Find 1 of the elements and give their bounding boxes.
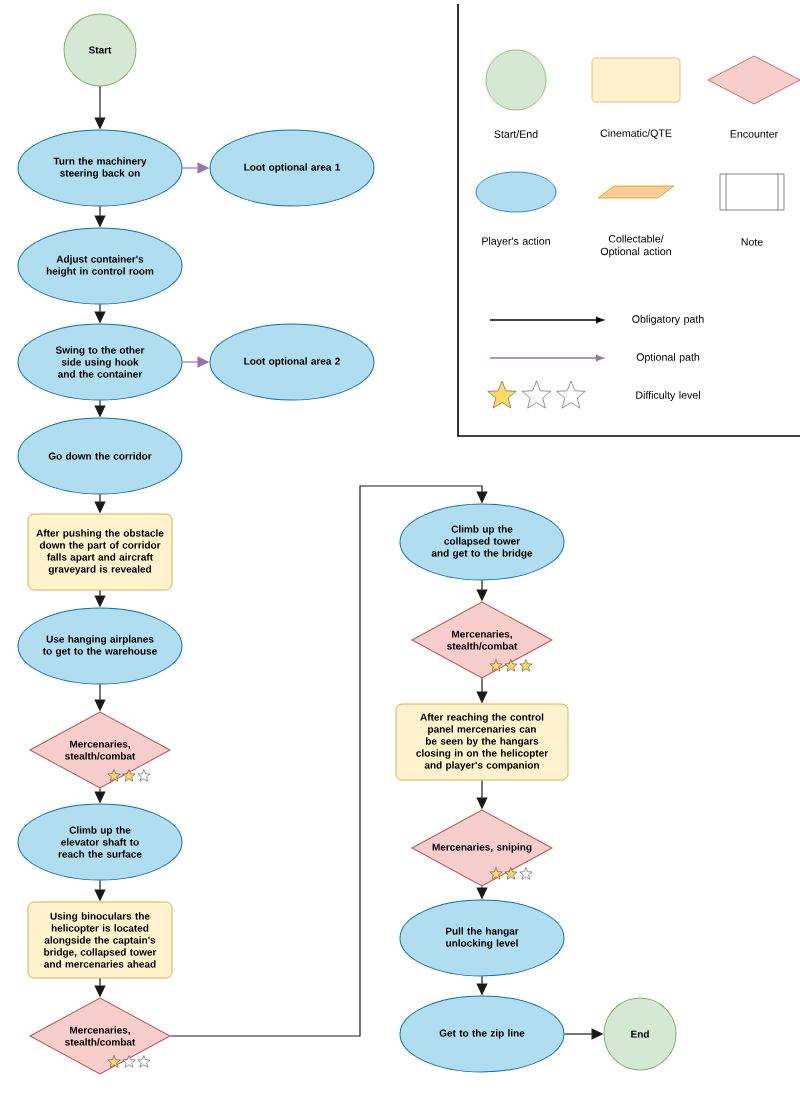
arrow — [169, 485, 488, 1037]
